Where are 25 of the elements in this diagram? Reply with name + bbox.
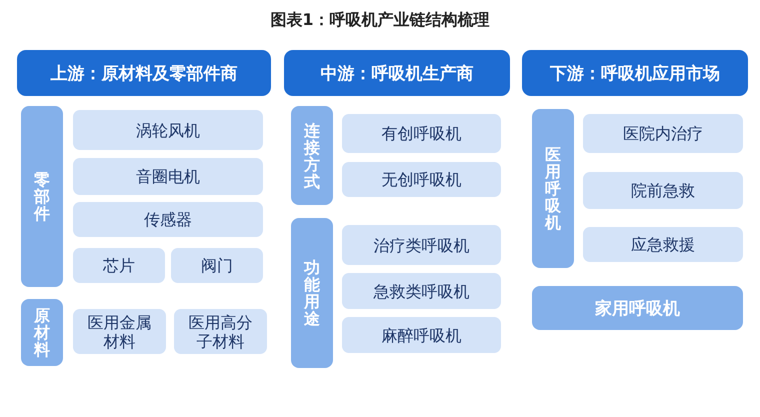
item-box: 阀门: [171, 248, 263, 283]
item-box: 芯片: [73, 248, 165, 283]
item-box: 院前急救: [583, 172, 743, 209]
category-box: 家用呼吸机: [532, 286, 743, 330]
item-box: 医用高分子材料: [174, 309, 267, 354]
item-box: 音圈电机: [73, 158, 263, 195]
category-tab: 医用呼吸机: [532, 109, 574, 268]
item-box: 医用金属材料: [73, 309, 166, 354]
item-box: 传感器: [73, 202, 263, 237]
item-box: 涡轮风机: [73, 110, 263, 150]
stage-header: 下游：呼吸机应用市场: [522, 50, 748, 96]
item-box: 治疗类呼吸机: [342, 225, 501, 265]
item-box: 应急救援: [583, 227, 743, 262]
category-tab: 原材料: [21, 299, 63, 366]
category-tab: 连接方式: [291, 106, 333, 205]
item-box: 医院内治疗: [583, 114, 743, 153]
title: 图表1：呼吸机产业链结构梳理: [269, 9, 491, 31]
item-box: 有创呼吸机: [342, 114, 501, 153]
item-box: 急救类呼吸机: [342, 273, 501, 309]
item-box: 麻醉呼吸机: [342, 317, 501, 353]
category-tab: 零部件: [21, 106, 63, 287]
stage-header: 上游：原材料及零部件商: [17, 50, 271, 96]
item-box: 无创呼吸机: [342, 162, 501, 197]
category-tab: 功能用途: [291, 218, 333, 368]
stage-header: 中游：呼吸机生产商: [284, 50, 510, 96]
